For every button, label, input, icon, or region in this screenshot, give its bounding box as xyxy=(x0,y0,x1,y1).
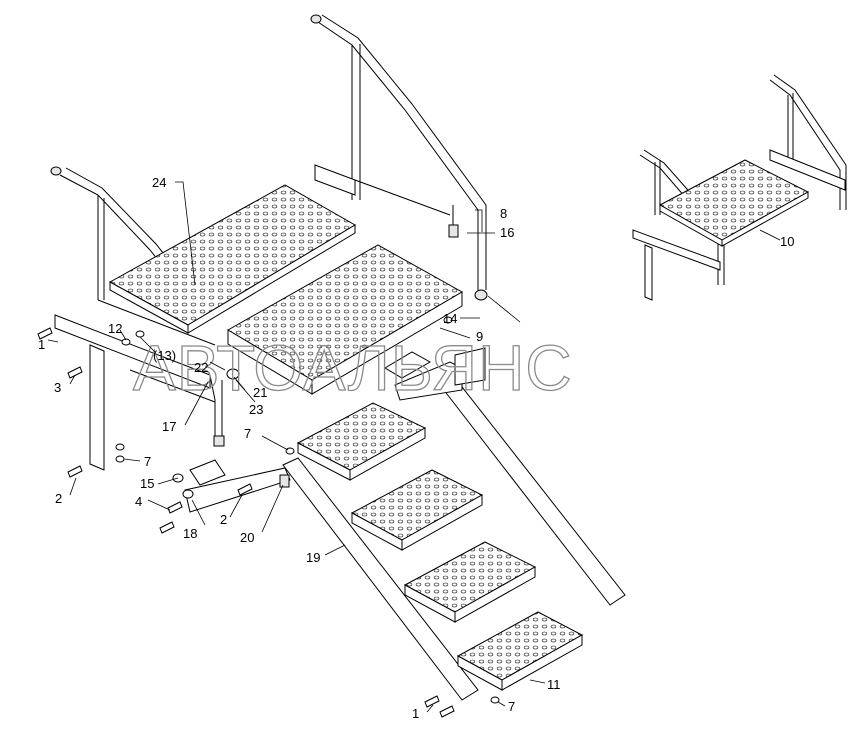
callout-2-b: 2 xyxy=(220,512,227,527)
bolt xyxy=(67,465,83,478)
stair-tread xyxy=(403,541,537,623)
stair-tread xyxy=(456,611,584,691)
deck-panel-front xyxy=(227,244,464,395)
callout-21: 23 xyxy=(249,402,263,417)
callout-7-c: 7 xyxy=(508,699,515,714)
callout-9: (13) xyxy=(153,348,176,363)
bolt xyxy=(237,483,253,496)
bolt xyxy=(439,705,455,718)
callout-15: 17 xyxy=(162,419,176,434)
hinge-plate xyxy=(279,474,290,488)
callout-labels: 24 8 16 9 14 12 (13) 22 21 23 17 1 3 2 7… xyxy=(38,175,794,721)
callout-12: 16 xyxy=(500,225,514,240)
watermark: АВТОАЛЬЯНС xyxy=(133,332,573,404)
callout-1-b: 1 xyxy=(412,706,419,721)
callout-7: 7 xyxy=(144,454,151,469)
nut xyxy=(490,696,500,704)
callout-8: 12 xyxy=(108,321,122,336)
callout-19: 21 xyxy=(253,385,267,400)
nut xyxy=(182,489,194,499)
nut xyxy=(115,455,125,463)
callout-7-b: 7 xyxy=(244,426,251,441)
callout-14: 11 xyxy=(547,677,561,692)
bolt xyxy=(167,501,183,514)
nut xyxy=(115,443,125,451)
callout-5: 8 xyxy=(500,206,507,221)
callout-11: 15 xyxy=(140,476,154,491)
bolt xyxy=(159,521,175,534)
callout-18: 20 xyxy=(240,530,254,545)
washer xyxy=(226,368,240,380)
callout-17: 19 xyxy=(306,550,320,565)
frame-bar xyxy=(54,314,211,389)
callout-20: 22 xyxy=(194,360,208,375)
bolt xyxy=(37,327,53,340)
stringer-left xyxy=(282,457,479,701)
callout-3: 3 xyxy=(54,380,61,395)
deck-panel-rear xyxy=(108,184,356,334)
stair-tread xyxy=(296,402,427,481)
fasteners xyxy=(37,205,500,718)
handrail-cap-right xyxy=(310,14,322,24)
platform-frame xyxy=(50,14,488,471)
foot-pad xyxy=(213,435,225,447)
nut xyxy=(285,447,295,455)
handrail-cap-left xyxy=(50,166,62,176)
callout-10: 14 xyxy=(443,311,457,326)
leader-lines xyxy=(47,181,781,713)
foot-cap xyxy=(474,289,488,301)
stair-tread xyxy=(350,469,484,551)
callout-6: 9 xyxy=(476,329,483,344)
callout-13: 10 xyxy=(780,234,794,249)
washer xyxy=(443,316,453,324)
leg-bracket xyxy=(89,344,105,471)
callout-2: 2 xyxy=(55,491,62,506)
washer xyxy=(121,338,131,346)
bolt xyxy=(424,695,440,708)
callout-22: 24 xyxy=(152,175,166,190)
pin xyxy=(448,224,459,238)
assembled-view-inset xyxy=(632,74,847,301)
callout-16: 18 xyxy=(183,526,197,541)
stair-treads xyxy=(296,402,584,691)
bolt xyxy=(67,366,83,379)
callout-4: 4 xyxy=(135,494,142,509)
callout-1: 1 xyxy=(38,337,45,352)
